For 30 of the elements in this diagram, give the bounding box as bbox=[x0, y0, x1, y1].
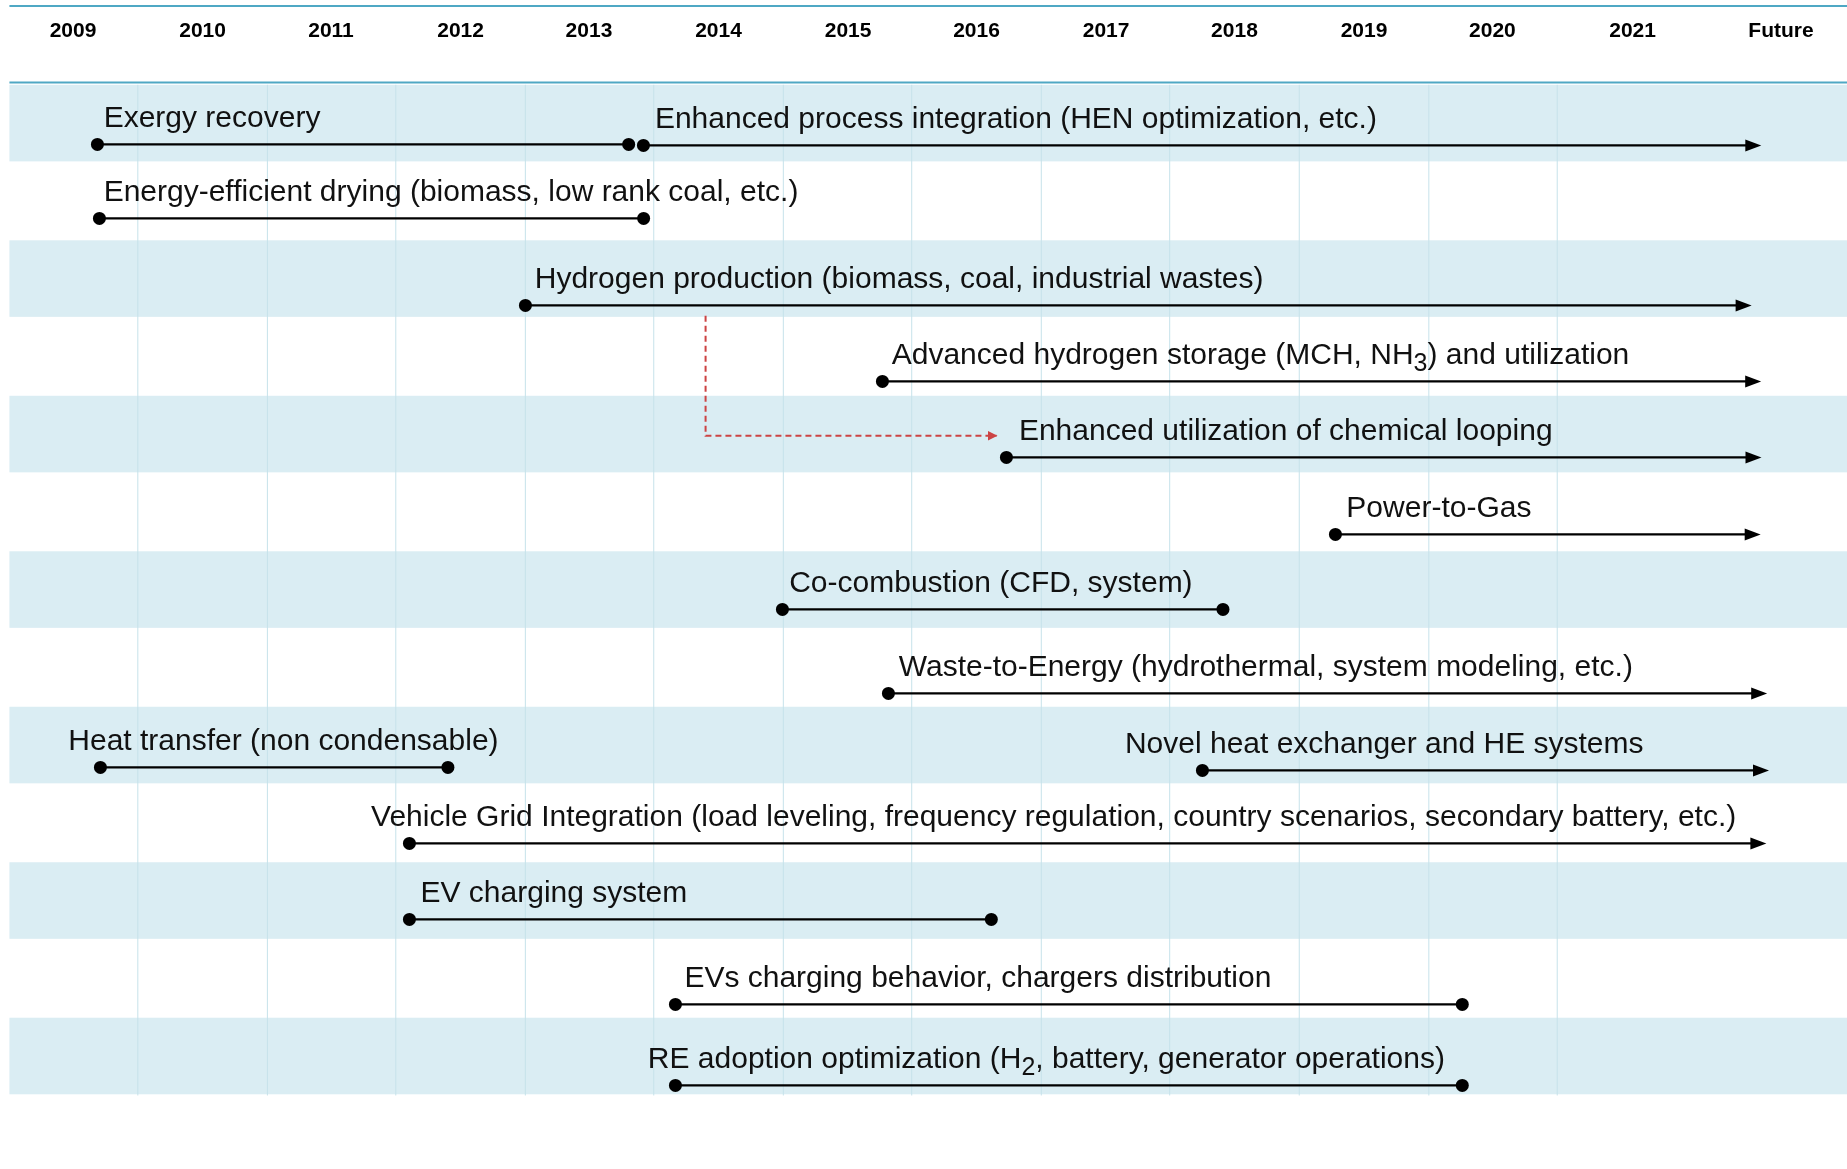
item-label: EV charging system bbox=[420, 873, 688, 910]
item-label: Novel heat exchanger and HE systems bbox=[1124, 725, 1644, 762]
item-label: Enhanced utilization of chemical looping bbox=[1018, 412, 1553, 449]
item-label: Vehicle Grid Integration (load leveling, frequency regulation, country scenarios, secondary battery, etc.) bbox=[371, 798, 1737, 835]
item-label: Advanced hydrogen storage (MCH, NH$_{3}$) and utilization bbox=[891, 335, 1630, 372]
year-label: 2015 bbox=[824, 17, 872, 42]
year-label: 2016 bbox=[953, 17, 1000, 42]
year-label: 2010 bbox=[179, 17, 226, 42]
year-label: 2009 bbox=[49, 17, 97, 42]
item-label: Waste-to-Energy (hydrothermal, system modeling, etc.) bbox=[898, 647, 1633, 684]
year-label: 2012 bbox=[437, 17, 484, 42]
year-label: 2019 bbox=[1340, 17, 1388, 42]
item-label: EVs charging behavior, chargers distribution bbox=[684, 958, 1272, 995]
year-label: 2011 bbox=[308, 17, 354, 42]
item-label: RE adoption optimization (H$_{2}$, battery, generator operations) bbox=[647, 1039, 1445, 1076]
year-label: 2021 bbox=[1609, 17, 1656, 42]
year-label: 2017 bbox=[1082, 17, 1130, 42]
item-label: Enhanced process integration (HEN optimization, etc.) bbox=[654, 99, 1377, 136]
item-label: Power-to-Gas bbox=[1346, 488, 1532, 525]
arrow bbox=[704, 314, 998, 441]
year-label: 2020 bbox=[1469, 17, 1516, 42]
year-label: Future bbox=[1748, 17, 1814, 42]
year-label: 2014 bbox=[695, 17, 742, 42]
item-label: Co-combustion (CFD, system) bbox=[789, 564, 1193, 601]
item-label: Exergy recovery bbox=[103, 98, 321, 135]
item-label: Heat transfer (non condensable) bbox=[68, 721, 499, 758]
year-label: 2013 bbox=[565, 17, 613, 42]
item-label: Hydrogen production (biomass, coal, industrial wastes) bbox=[534, 260, 1264, 297]
year-label: 2018 bbox=[1211, 17, 1258, 42]
item-label: Energy-efficient drying (biomass, low rank coal, etc.) bbox=[103, 172, 799, 209]
